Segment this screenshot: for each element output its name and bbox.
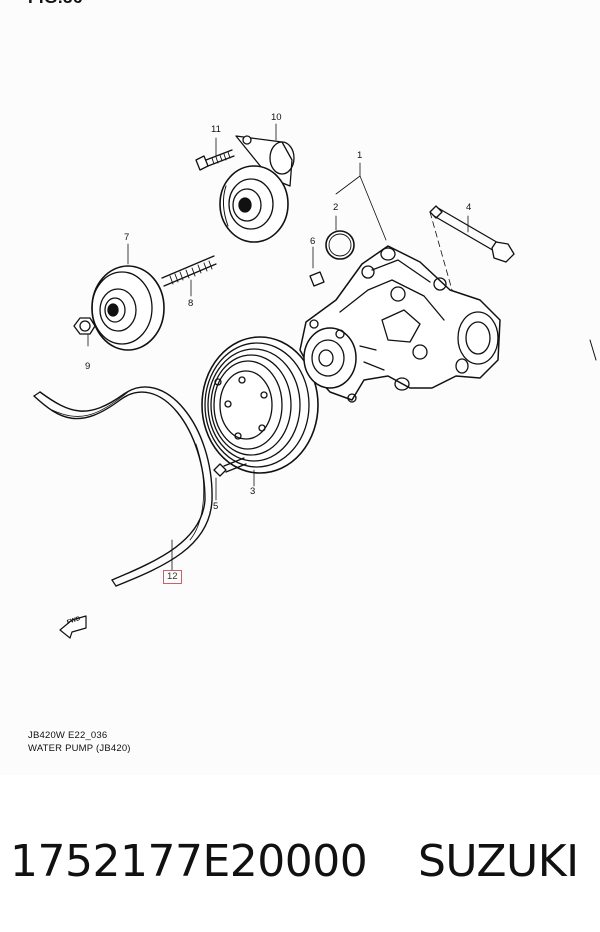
fwd-arrow-icon — [59, 615, 87, 639]
tensioner-assembly — [219, 135, 295, 243]
idler-pulley — [91, 265, 165, 351]
pulley-bolt — [213, 457, 247, 477]
water-pump-pulley — [201, 336, 319, 474]
product-footer — [0, 775, 600, 932]
figure-header: FIG.36 — [28, 0, 83, 8]
callout-7: 7 — [124, 232, 130, 243]
callout-1: 1 — [357, 150, 363, 161]
diagram-code: JB420W E22_036 — [28, 730, 108, 741]
diagram-title: WATER PUMP (JB420) — [28, 743, 131, 754]
water-pump-body — [299, 245, 501, 403]
callout-9: 9 — [85, 361, 91, 372]
long-bolt — [429, 205, 515, 263]
o-ring — [325, 230, 355, 260]
stud-bolt — [161, 255, 217, 287]
callout-8: 8 — [188, 298, 194, 309]
callout-12: 12 — [163, 570, 182, 584]
brand-name: SUZUKI — [418, 836, 579, 887]
part-number: 1752177E20000 — [10, 836, 368, 887]
exploded-view-drawing — [33, 123, 597, 639]
callout-4: 4 — [466, 202, 472, 213]
callout-6: 6 — [310, 236, 316, 247]
callout-3: 3 — [250, 486, 256, 497]
callout-11: 11 — [211, 124, 221, 135]
dowel-pin — [309, 271, 325, 287]
tensioner-bolt — [195, 149, 235, 171]
callout-5: 5 — [213, 501, 219, 512]
parts-diagram: FIG.36 — [28, 0, 597, 754]
nut — [73, 317, 96, 335]
v-belt — [33, 386, 213, 587]
leader-lines — [87, 123, 597, 571]
callout-2: 2 — [333, 202, 339, 213]
callout-10: 10 — [271, 112, 282, 123]
